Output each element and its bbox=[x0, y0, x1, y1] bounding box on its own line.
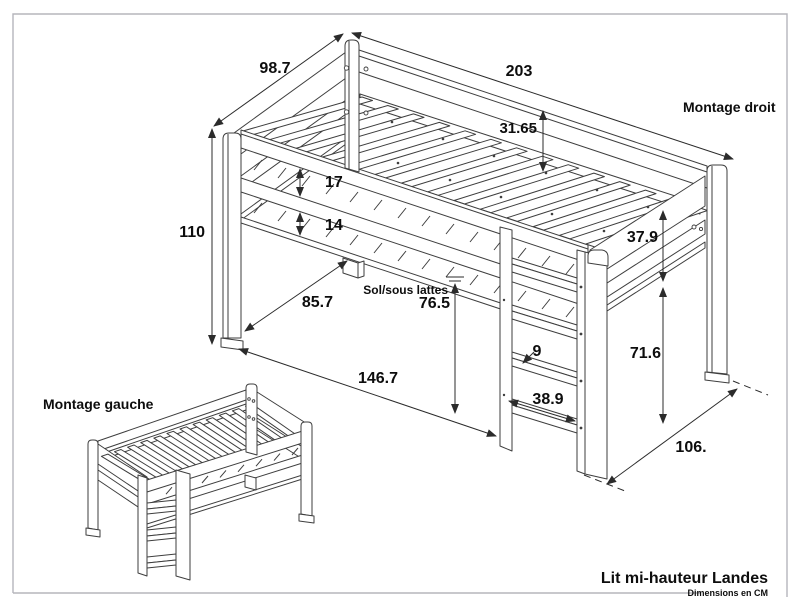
dim-length: 203 bbox=[506, 63, 533, 80]
dim-clear-width-under: 85.7 bbox=[302, 294, 333, 311]
dim-foot-panel: 37.9 bbox=[627, 229, 658, 246]
dimension-labels: 98.7 203 110 31.65 17 14 37.9 85.7 Sol/s… bbox=[179, 60, 776, 456]
bed-isometric-left: Montage gauche bbox=[43, 383, 315, 581]
post-small-near-right bbox=[298, 421, 315, 524]
post-far-right bbox=[704, 164, 730, 384]
dim-rung-width: 38.9 bbox=[532, 391, 563, 408]
dimension-lines bbox=[208, 32, 769, 492]
units-note: Dimensions en CM bbox=[687, 588, 768, 598]
dim-clear-height-under: 71.6 bbox=[630, 345, 661, 362]
label-under-slats: Sol/sous lattes bbox=[363, 283, 448, 297]
label-view-left: Montage gauche bbox=[43, 396, 154, 412]
dim-gap-lower-rail: 14 bbox=[325, 217, 343, 234]
dim-footprint-depth: 106. bbox=[675, 439, 706, 456]
title-block: Lit mi-hauteur Landes Dimensions en CM bbox=[601, 570, 768, 598]
dim-rung-depth: 9 bbox=[533, 343, 542, 360]
post-near-right bbox=[587, 249, 609, 267]
slat-end-hatching bbox=[253, 159, 575, 318]
post-small-far bbox=[245, 383, 258, 456]
dim-clear-length-under: 146.7 bbox=[358, 370, 398, 387]
post-near-left bbox=[220, 132, 244, 351]
dim-width: 98.7 bbox=[259, 60, 290, 77]
dim-rail-above-slats: 31.65 bbox=[499, 120, 537, 137]
dim-height: 110 bbox=[179, 224, 205, 241]
bed-isometric-right bbox=[220, 39, 730, 480]
dim-floor-to-slats: 76.5 bbox=[419, 295, 450, 312]
label-view-right: Montage droit bbox=[683, 99, 776, 115]
dim-gap-guardrail: 17 bbox=[325, 174, 343, 191]
ladder-left bbox=[137, 469, 191, 581]
ladder-right bbox=[499, 226, 608, 480]
product-title: Lit mi-hauteur Landes bbox=[601, 570, 768, 587]
page-frame bbox=[12, 13, 788, 597]
post-small-left bbox=[85, 439, 101, 538]
